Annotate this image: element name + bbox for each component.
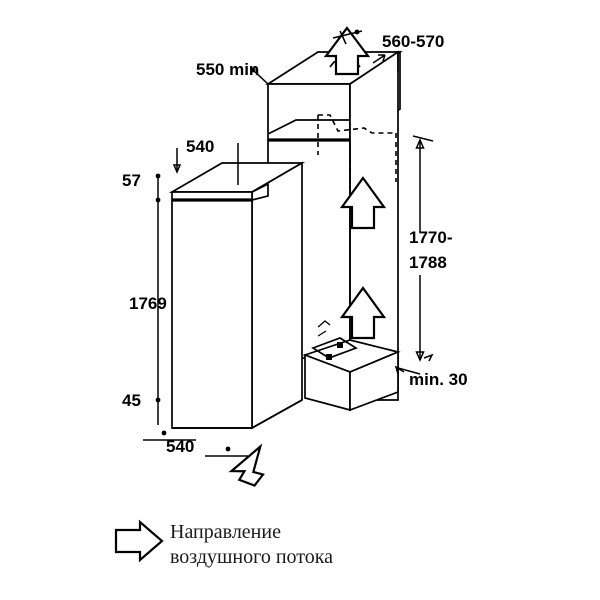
- dim-arrowhead-1770-bottom: [415, 351, 425, 362]
- dim-leader-min30: [394, 365, 405, 375]
- appliance-bottom-edge: [172, 399, 303, 429]
- dim-label-appliance-height: 1769: [129, 294, 167, 313]
- dim-tick-560: [339, 30, 347, 45]
- dim-label-niche-height-1: 1770-: [409, 228, 452, 247]
- vent-leader-1: [317, 320, 331, 328]
- vent-corner-marker-2: [326, 354, 332, 360]
- airflow-middle-arrow-icon: [339, 176, 387, 230]
- dim-line-min30: [397, 367, 421, 375]
- dim-arrowhead-540-depth: [172, 164, 182, 174]
- airflow-top-arrow-icon: [323, 26, 371, 76]
- plinth-right-face: [349, 350, 399, 412]
- dimension-labels: 550 min 560-570 57 540 1769 45 540 1770-…: [122, 32, 468, 456]
- airflow-lower-arrow-icon: [339, 286, 387, 340]
- dim-arrow-560: [372, 54, 386, 64]
- vent-leader-2: [317, 330, 327, 337]
- dim-label-plinth-vent: min. 30: [409, 370, 468, 389]
- legend-line-2: воздушного потока: [170, 546, 333, 568]
- appliance-body: [168, 161, 306, 430]
- dim-tick-1770-bottom: [423, 353, 434, 362]
- airflow-arrow-right-icon: [114, 519, 164, 563]
- appliance-door-face: [171, 199, 253, 429]
- vent-corner-marker-1: [337, 342, 343, 348]
- dim-dot-560: [354, 29, 360, 35]
- dim-dot-540-width: [161, 430, 167, 436]
- airflow-arrows: [228, 26, 387, 487]
- dim-dot-540-width-2: [225, 446, 231, 452]
- dim-label-appliance-depth: 540: [186, 137, 214, 156]
- dim-arrowhead-1770-top: [415, 138, 425, 149]
- dim-label-niche-width: 560-570: [382, 32, 444, 51]
- dim-dot-57: [155, 173, 161, 179]
- appliance-door-bevel-return: [251, 182, 269, 201]
- dim-dot-550: [250, 67, 256, 73]
- dim-leader-550: [252, 69, 269, 85]
- dim-label-appliance-width: 540: [166, 437, 194, 456]
- hidden-line-shelf: [318, 114, 396, 134]
- dimension-lines: [143, 29, 434, 457]
- dim-dot-1769-top: [155, 197, 161, 203]
- dim-label-niche-height-2: 1788: [409, 253, 447, 272]
- legend: Направление воздушного потока: [114, 519, 333, 568]
- dim-label-niche-depth: 550 min: [196, 60, 259, 79]
- dim-tick-1770-top: [412, 135, 434, 142]
- cabinet-underside-return: [267, 119, 350, 135]
- legend-line-1: Направление: [170, 521, 281, 543]
- airflow-base-arrow-icon: [228, 443, 265, 487]
- plinth-vent-opening: [311, 337, 358, 359]
- appliance-side-face: [251, 161, 303, 430]
- dim-label-bottom-gap: 45: [122, 391, 141, 410]
- dim-label-top-gap: 57: [122, 171, 141, 190]
